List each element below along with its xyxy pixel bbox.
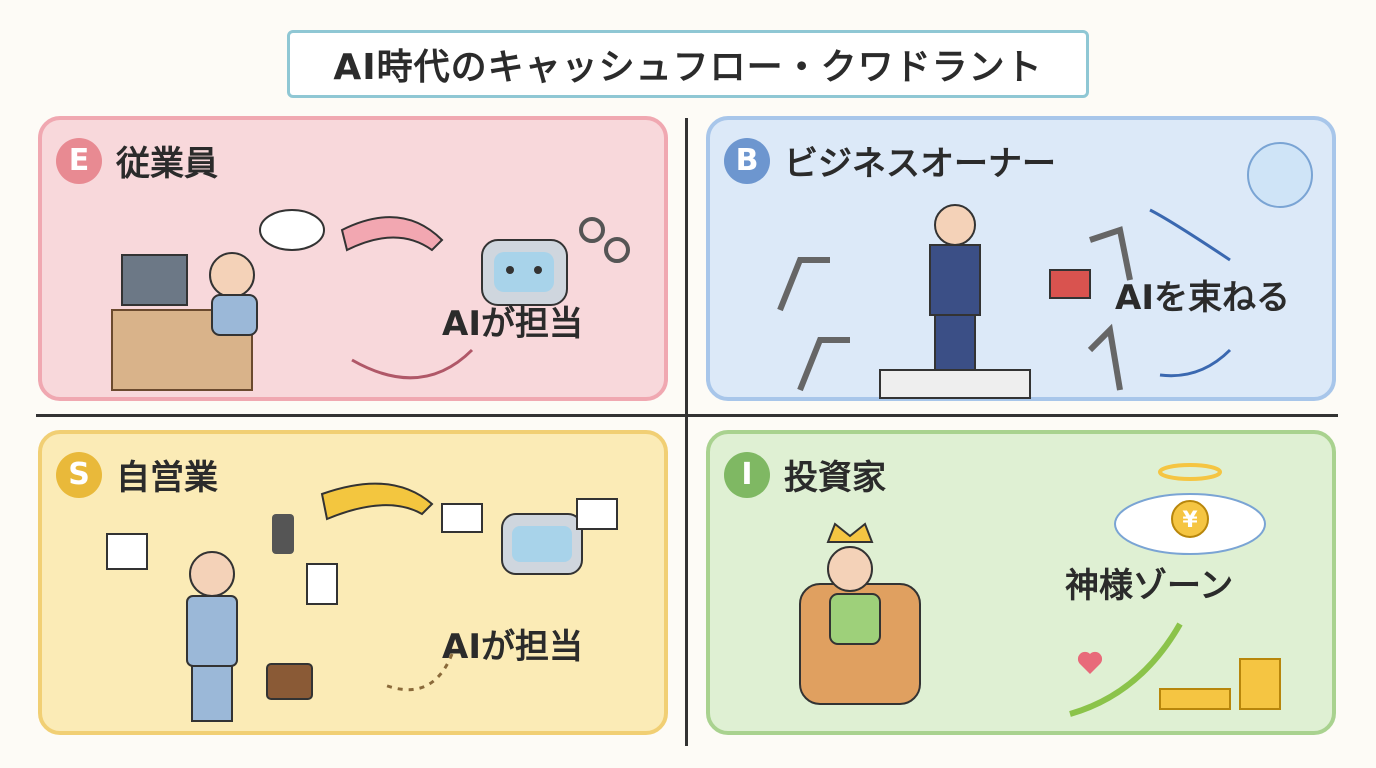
badge-e: E: [56, 137, 102, 184]
page-title: AI時代のキャッシュフロー・クワドラント: [333, 47, 1043, 88]
business-owner-illustration: [777, 142, 1313, 399]
employee-caption: AIが担当: [442, 304, 583, 344]
investor-illustration: ¥: [799, 463, 1281, 717]
quadrant-business-owner: B ビジネスオーナー AIを束ねる: [706, 116, 1336, 401]
badge-b: B: [724, 137, 770, 184]
quadrant-title: 投資家: [784, 458, 886, 498]
quadrant-employee: E 従業員 AIが担当: [38, 116, 668, 401]
business-owner-caption: AIを束ねる: [1115, 278, 1290, 318]
yen-coin-icon: ¥: [1182, 508, 1198, 533]
badge-i: I: [724, 451, 770, 498]
quadrant-title: 従業員: [116, 144, 218, 184]
investor-caption: 神様ゾーン: [1065, 566, 1234, 606]
employee-illustration: [111, 209, 630, 391]
title-frame: AI時代のキャッシュフロー・クワドラント: [287, 30, 1089, 98]
self-employed-caption: AIが担当: [442, 627, 583, 667]
quadrant-investor: I 投資家 ¥ 神様ゾーン: [706, 430, 1336, 735]
quadrant-title: 自営業: [116, 458, 218, 498]
self-employed-illustration: [106, 482, 618, 722]
vertical-axis: [685, 118, 688, 746]
quadrant-self-employed: S 自営業 AIが担当: [38, 430, 668, 735]
badge-s: S: [56, 451, 102, 498]
quadrant-title: ビジネスオーナー: [784, 144, 1056, 184]
